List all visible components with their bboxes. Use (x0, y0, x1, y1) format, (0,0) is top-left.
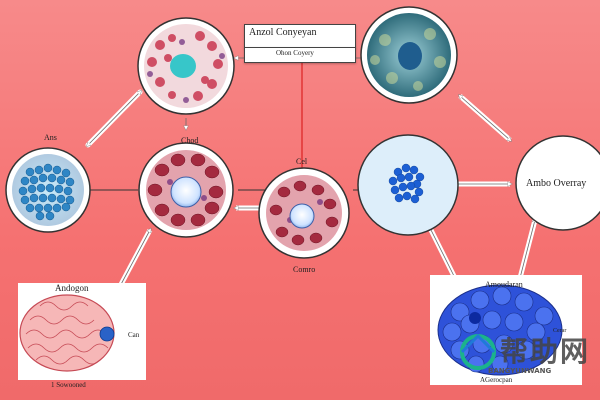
bottom-left-caption: 1 Sowooned (51, 381, 86, 389)
diagram-title: Anzol Conyeyan (249, 27, 317, 38)
watermark-chinese-text: 帮助网 (500, 335, 591, 368)
bottom-right-caption: AGerocpan (480, 376, 513, 384)
bottom-right-side-label: Cerar (553, 328, 567, 334)
right-circle-label: Ambo Overray (526, 178, 587, 189)
bottom-left-side-label: Can (128, 331, 140, 339)
bottom-right-tissue (430, 275, 582, 385)
watermark-english-text: BANGYUNWANG (488, 367, 552, 375)
bottom-left-tissue (18, 283, 146, 380)
top-right-cell (360, 6, 458, 104)
watermark-logo-icon (460, 333, 496, 370)
middle-cell-top-label: Cel (296, 157, 308, 166)
bottom-right-title: Amoudaran (485, 280, 523, 289)
bottom-left-title: Andogon (55, 283, 89, 293)
right-pale-cell (357, 134, 459, 236)
connector-arrows (85, 58, 538, 290)
middle-cell (258, 167, 350, 259)
top-left-cell (137, 17, 235, 115)
far-right-circle (515, 135, 600, 231)
left-cell (5, 147, 91, 233)
middle-cell-bottom-label: Comro (293, 265, 316, 274)
left-cell-label: Ans (44, 133, 57, 142)
diagram-subtitle: Ohon Coyery (276, 49, 314, 57)
center-cell-label: Chod (181, 136, 199, 145)
watermark (458, 330, 598, 378)
center-cell (138, 142, 234, 238)
subtitle-box (244, 47, 356, 63)
